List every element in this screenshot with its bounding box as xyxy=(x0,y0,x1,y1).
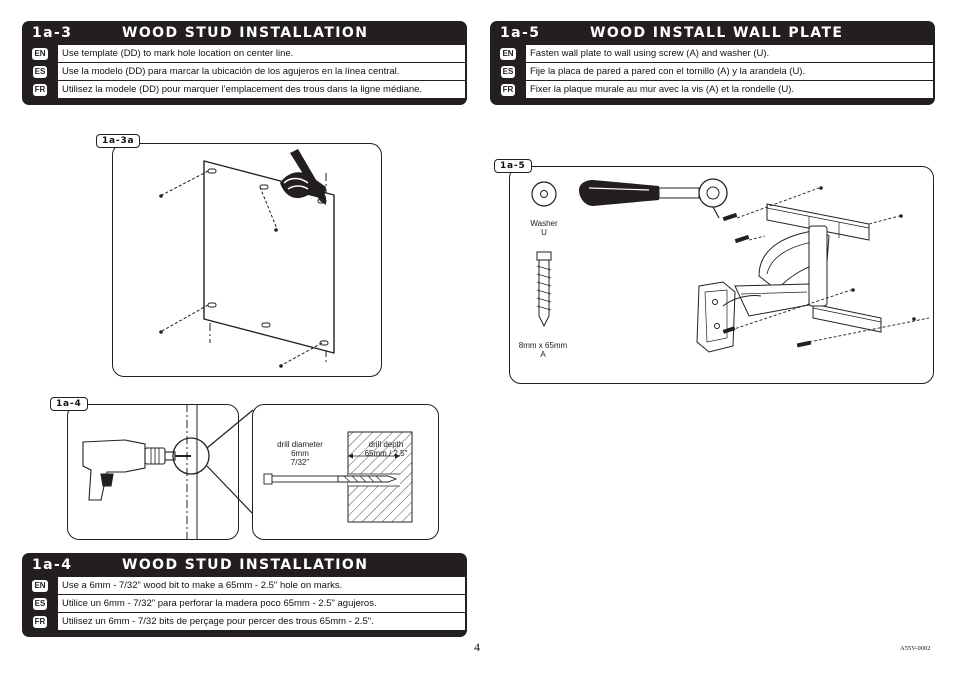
drill-bit-detail-illustration xyxy=(263,431,413,523)
wall-plate-mount-illustration xyxy=(531,178,930,353)
template-on-wall-illustration xyxy=(159,149,335,368)
washer-icon xyxy=(531,181,557,207)
figure-tag: 1a-3a xyxy=(96,134,141,148)
ratchet-wrench-icon xyxy=(579,178,728,219)
instruction-list: EN Use a 6mm - 7/32" wood bit to make a … xyxy=(22,577,467,637)
screw-label: 8mm x 65mm A xyxy=(518,341,568,359)
lang-badge-en: EN xyxy=(500,48,516,60)
instruction-text-en: Use template (DD) to mark hole location … xyxy=(58,45,465,63)
step-1a-4-instructions: 1a-4 WOOD STUD INSTALLATION EN Use a 6mm… xyxy=(22,553,467,637)
page-number: 4 xyxy=(474,640,480,654)
instruction-row-en: EN Fasten wall plate to wall using screw… xyxy=(490,45,935,63)
instruction-list: EN Use template (DD) to mark hole locati… xyxy=(22,45,467,105)
instruction-row-en: EN Use template (DD) to mark hole locati… xyxy=(22,45,467,63)
lag-screw-icon xyxy=(536,251,552,328)
wall-plate-rail-icon xyxy=(766,203,882,333)
step-number: 1a-4 xyxy=(32,557,73,573)
drill-depth-label: drill depth 65mm / 2.5" xyxy=(364,440,408,458)
lang-badge-en: EN xyxy=(32,48,48,60)
step-header: 1a-4 WOOD STUD INSTALLATION xyxy=(22,553,467,577)
instruction-row-en: EN Use a 6mm - 7/32" wood bit to make a … xyxy=(22,577,467,595)
figure-tag: 1a-4 xyxy=(50,397,88,411)
step-title: WOOD STUD INSTALLATION xyxy=(122,25,369,41)
washer-label: Washer U xyxy=(530,219,558,237)
instruction-text-fr: Utilisez la modele (DD) pour marquer l’e… xyxy=(58,81,465,99)
step-header: 1a-5 WOOD INSTALL WALL PLATE xyxy=(490,21,935,45)
document-code: A55V-0002 xyxy=(900,645,931,652)
lang-badge-fr: FR xyxy=(500,84,516,96)
step-1a-3-instructions: 1a-3 WOOD STUD INSTALLATION EN Use templ… xyxy=(22,21,467,105)
hand-pencil-icon xyxy=(280,149,326,205)
drill-into-stud-illustration xyxy=(82,404,254,540)
instruction-row-fr: FR Utilisez la modele (DD) pour marquer … xyxy=(22,81,467,99)
step-header: 1a-3 WOOD STUD INSTALLATION xyxy=(22,21,467,45)
instruction-text-es: Fije la placa de pared a pared con el to… xyxy=(526,63,933,81)
lang-badge-es: ES xyxy=(32,66,48,78)
lang-badge-es: ES xyxy=(500,66,516,78)
instruction-row-fr: FR Utilisez un 6mm - 7/32 bits de perçag… xyxy=(22,613,467,631)
mounting-arm-icon xyxy=(696,225,830,353)
instruction-row-es: ES Utilice un 6mm - 7/32" para perforar … xyxy=(22,595,467,613)
instruction-text-es: Utilice un 6mm - 7/32" para perforar la … xyxy=(58,595,465,613)
drill-diameter-label: drill diameter 6mm 7/32" xyxy=(277,440,323,467)
instruction-row-fr: FR Fixer la plaque murale au mur avec la… xyxy=(490,81,935,99)
power-drill-icon xyxy=(82,439,191,501)
drill-bit-icon xyxy=(263,473,398,485)
instruction-row-es: ES Use la modelo (DD) para marcar la ubi… xyxy=(22,63,467,81)
figure-tag: 1a-5 xyxy=(494,159,532,173)
instruction-text-en: Use a 6mm - 7/32" wood bit to make a 65m… xyxy=(58,577,465,595)
instruction-row-es: ES Fije la placa de pared a pared con el… xyxy=(490,63,935,81)
step-title: WOOD STUD INSTALLATION xyxy=(122,557,369,573)
step-title: WOOD INSTALL WALL PLATE xyxy=(590,25,844,41)
lang-badge-es: ES xyxy=(32,598,48,610)
lang-badge-en: EN xyxy=(32,580,48,592)
step-number: 1a-3 xyxy=(32,25,73,41)
instruction-list: EN Fasten wall plate to wall using screw… xyxy=(490,45,935,105)
instruction-text-en: Fasten wall plate to wall using screw (A… xyxy=(526,45,933,63)
instruction-text-fr: Fixer la plaque murale au mur avec la vi… xyxy=(526,81,933,99)
lang-badge-fr: FR xyxy=(32,84,48,96)
instruction-text-es: Use la modelo (DD) para marcar la ubicac… xyxy=(58,63,465,81)
lang-badge-fr: FR xyxy=(32,616,48,628)
step-1a-5-instructions: 1a-5 WOOD INSTALL WALL PLATE EN Fasten w… xyxy=(490,21,935,105)
instruction-text-fr: Utilisez un 6mm - 7/32 bits de perçage p… xyxy=(58,613,465,631)
step-number: 1a-5 xyxy=(500,25,541,41)
